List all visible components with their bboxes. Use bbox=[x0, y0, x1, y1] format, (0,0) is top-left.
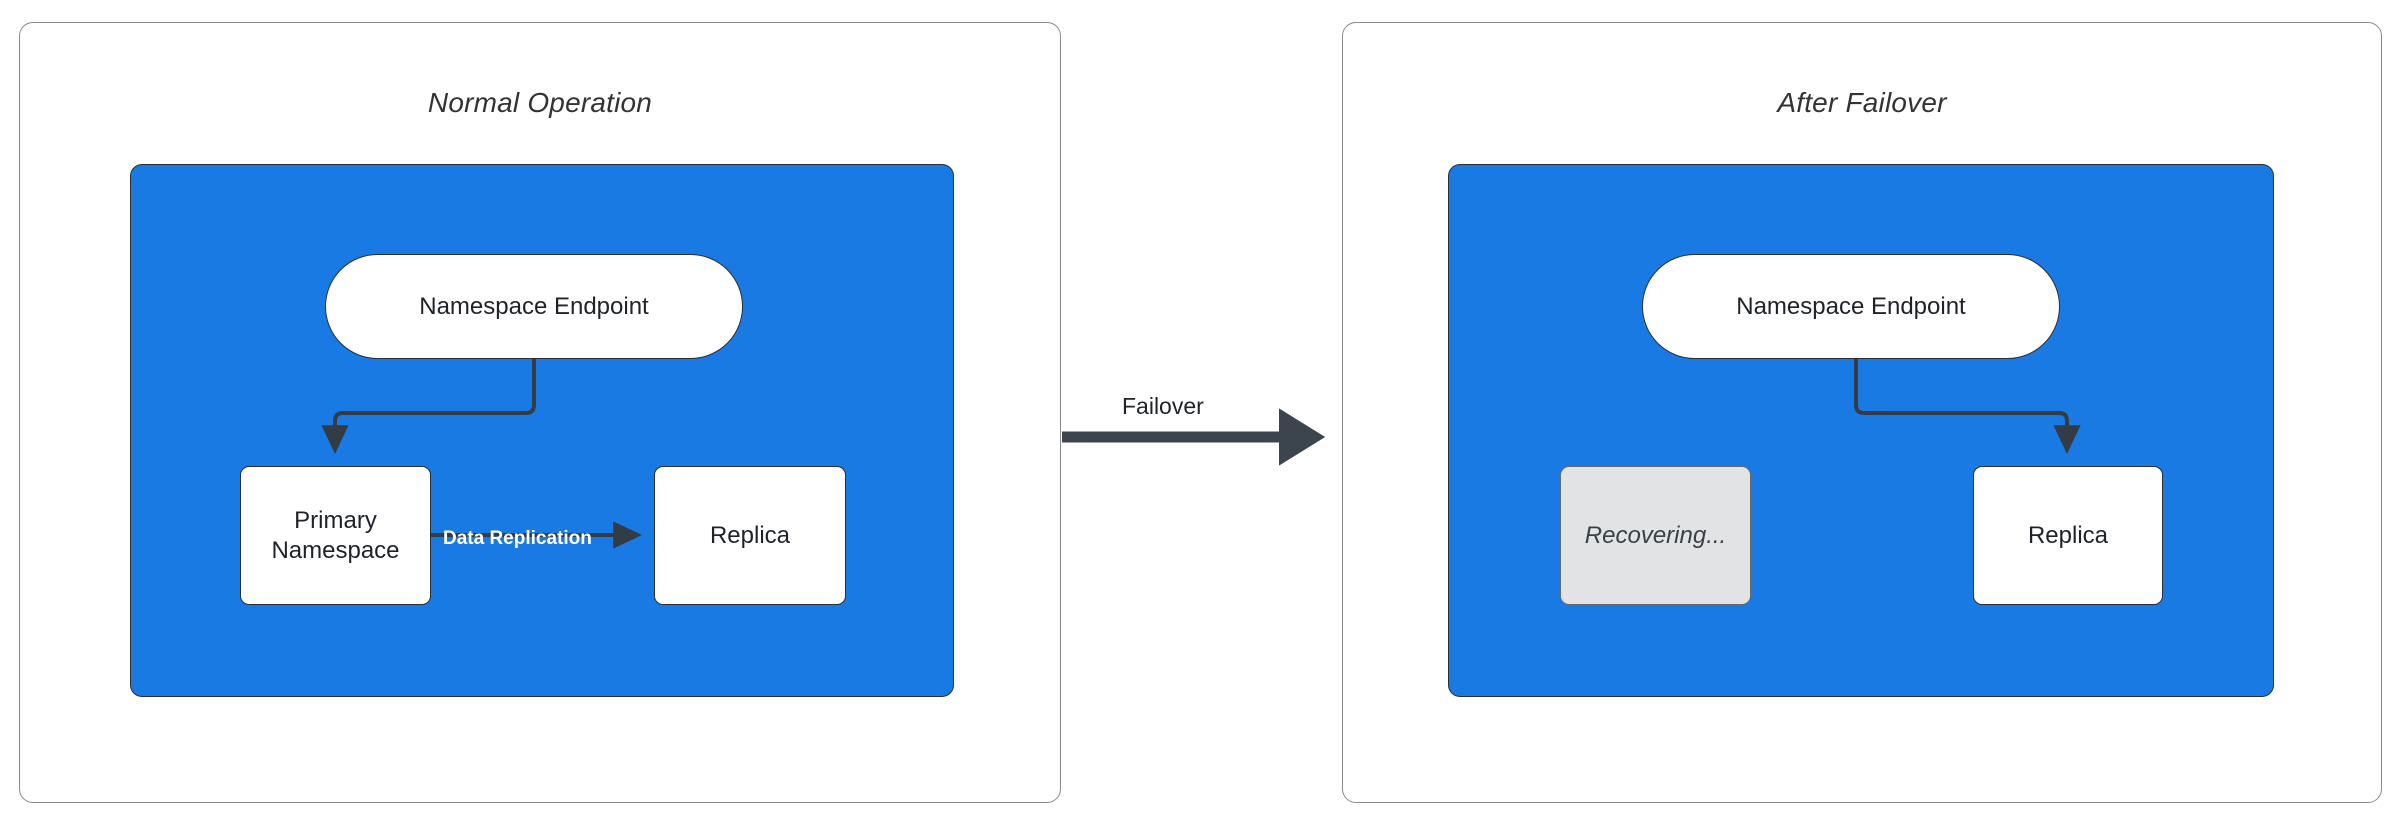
node-primary-namespace[interactable]: Primary Namespace bbox=[240, 466, 431, 605]
node-label: Primary Namespace bbox=[271, 506, 399, 565]
node-replica-left[interactable]: Replica bbox=[654, 466, 846, 605]
node-label: Namespace Endpoint bbox=[1736, 292, 1966, 320]
transition-label-failover: Failover bbox=[1122, 393, 1204, 419]
panel-title-normal-operation: Normal Operation bbox=[427, 87, 653, 118]
edge-label-data-replication: Data Replication bbox=[443, 528, 592, 549]
node-recovering[interactable]: Recovering... bbox=[1560, 466, 1751, 605]
cluster-normal-operation bbox=[130, 164, 954, 697]
node-label: Recovering... bbox=[1584, 521, 1727, 549]
node-label-line2: Namespace bbox=[271, 536, 400, 564]
cluster-after-failover bbox=[1448, 164, 2274, 697]
node-label: Replica bbox=[2027, 521, 2109, 549]
node-label: Namespace Endpoint bbox=[419, 292, 649, 320]
node-namespace-endpoint-left[interactable]: Namespace Endpoint bbox=[325, 254, 743, 359]
node-label-line1: Primary bbox=[294, 507, 377, 535]
node-namespace-endpoint-right[interactable]: Namespace Endpoint bbox=[1642, 254, 2060, 359]
panel-title-after-failover: After Failover bbox=[1777, 87, 1947, 118]
node-replica-right[interactable]: Replica bbox=[1973, 466, 2163, 605]
node-label: Replica bbox=[709, 521, 791, 549]
